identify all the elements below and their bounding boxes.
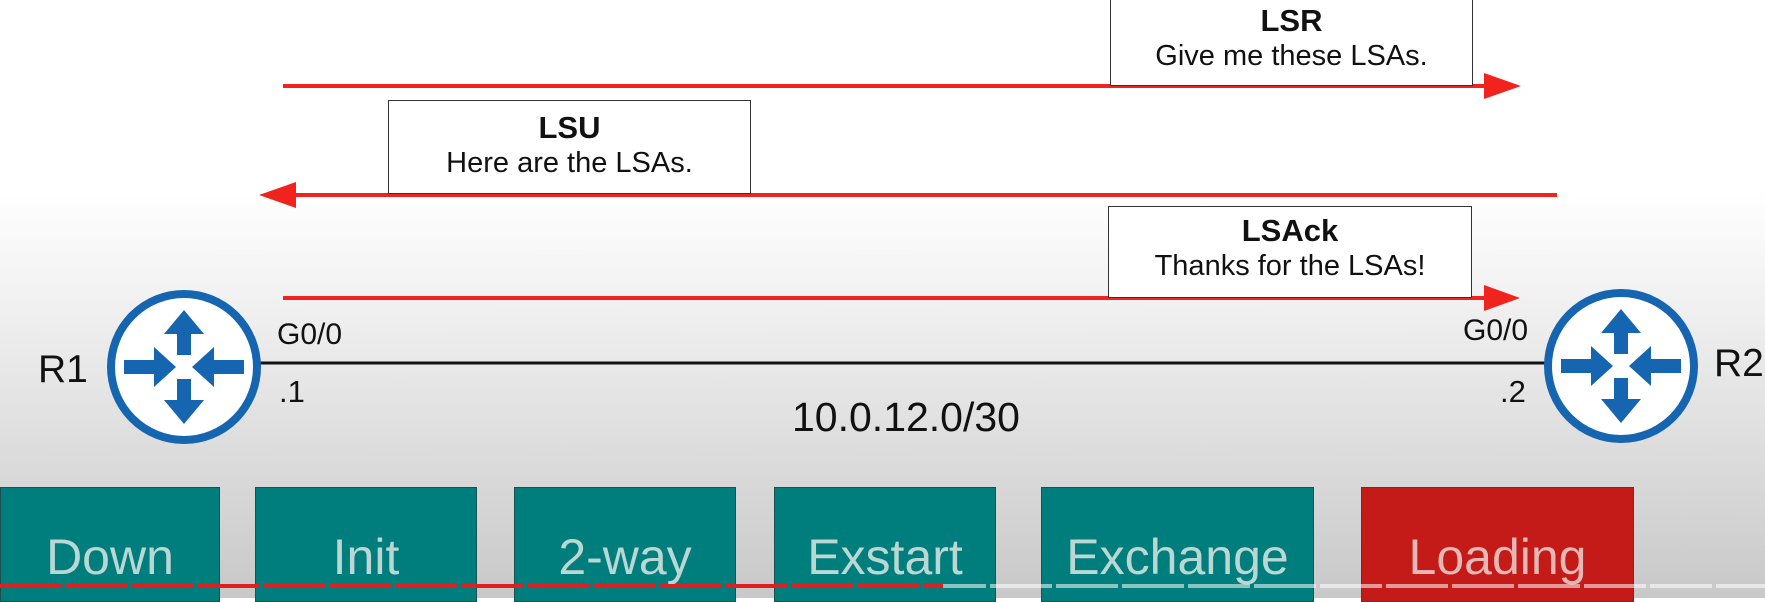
state-init: Init xyxy=(255,487,477,602)
lsack-arrowhead xyxy=(1484,285,1520,311)
state-down-label: Down xyxy=(46,529,174,585)
lsr-title: LSR xyxy=(1260,3,1323,38)
state-loading-label: Loading xyxy=(1408,529,1587,585)
r2-interface-label: G0/0 xyxy=(1463,314,1529,347)
lsu-title: LSU xyxy=(538,110,601,145)
lsu-message-box: LSU Here are the LSAs. xyxy=(388,100,751,194)
lsack-title: LSAck xyxy=(1241,213,1339,248)
lsu-arrowhead xyxy=(259,182,296,208)
state-init-label: Init xyxy=(332,529,400,585)
subnet-label: 10.0.12.0/30 xyxy=(792,394,1020,440)
state-exchange: Exchange xyxy=(1041,487,1314,602)
state-2way-label: 2-way xyxy=(558,529,692,585)
state-exstart: Exstart xyxy=(774,487,996,602)
r1-label: R1 xyxy=(38,348,88,391)
r1-host-label: .1 xyxy=(279,374,305,409)
lsr-text: Give me these LSAs. xyxy=(1155,40,1428,72)
r2-host-label: .2 xyxy=(1500,374,1526,409)
lsr-arrowhead xyxy=(1484,73,1521,99)
router-icon[interactable] xyxy=(1548,293,1694,439)
state-loading: Loading xyxy=(1361,487,1634,602)
video-progress-played xyxy=(0,584,943,588)
r1-interface-label: G0/0 xyxy=(277,318,343,351)
lsr-message-box: LSR Give me these LSAs. xyxy=(1110,0,1473,86)
state-2way: 2-way xyxy=(514,487,736,602)
state-exstart-label: Exstart xyxy=(807,529,963,585)
lsu-text: Here are the LSAs. xyxy=(446,147,693,179)
state-down: Down xyxy=(0,487,220,602)
r2-label: R2 xyxy=(1714,342,1764,385)
state-exchange-label: Exchange xyxy=(1066,529,1289,585)
video-progress-bar[interactable] xyxy=(0,584,1765,588)
lsack-message-box: LSAck Thanks for the LSAs! xyxy=(1108,206,1472,298)
lsack-text: Thanks for the LSAs! xyxy=(1154,250,1426,282)
router-icon[interactable] xyxy=(111,294,257,440)
